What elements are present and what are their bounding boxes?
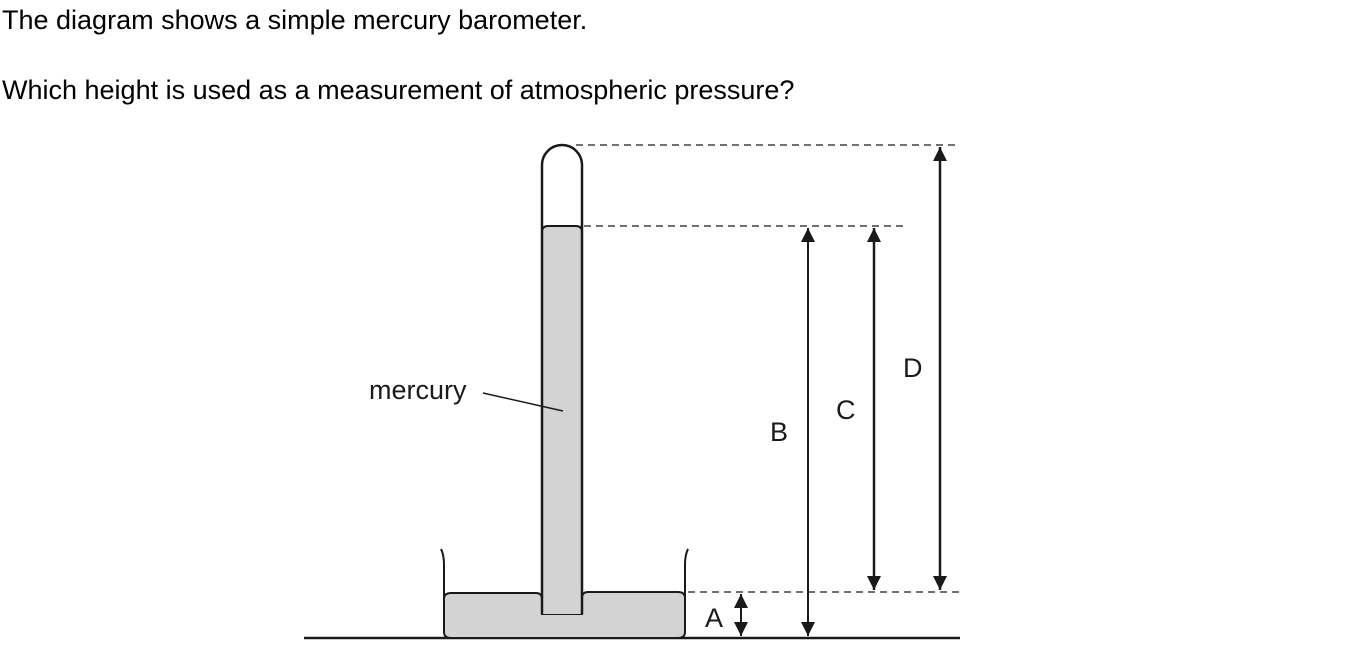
height-d-label: D — [903, 353, 923, 383]
question-intro: The diagram shows a simple mercury barom… — [2, 5, 588, 35]
mercury-column — [542, 226, 582, 614]
glass-tube — [540, 143, 584, 614]
dish-mercury-pool — [443, 591, 686, 639]
dish-left-wall — [440, 548, 445, 632]
mercury-label: mercury — [369, 375, 467, 405]
height-a-label: A — [705, 603, 723, 633]
height-b-label: B — [770, 417, 788, 447]
question-prompt: Which height is used as a measurement of… — [2, 75, 795, 105]
dish-right-wall — [684, 548, 689, 632]
height-c-label: C — [836, 395, 856, 425]
mercury-pointer-line — [482, 392, 564, 412]
